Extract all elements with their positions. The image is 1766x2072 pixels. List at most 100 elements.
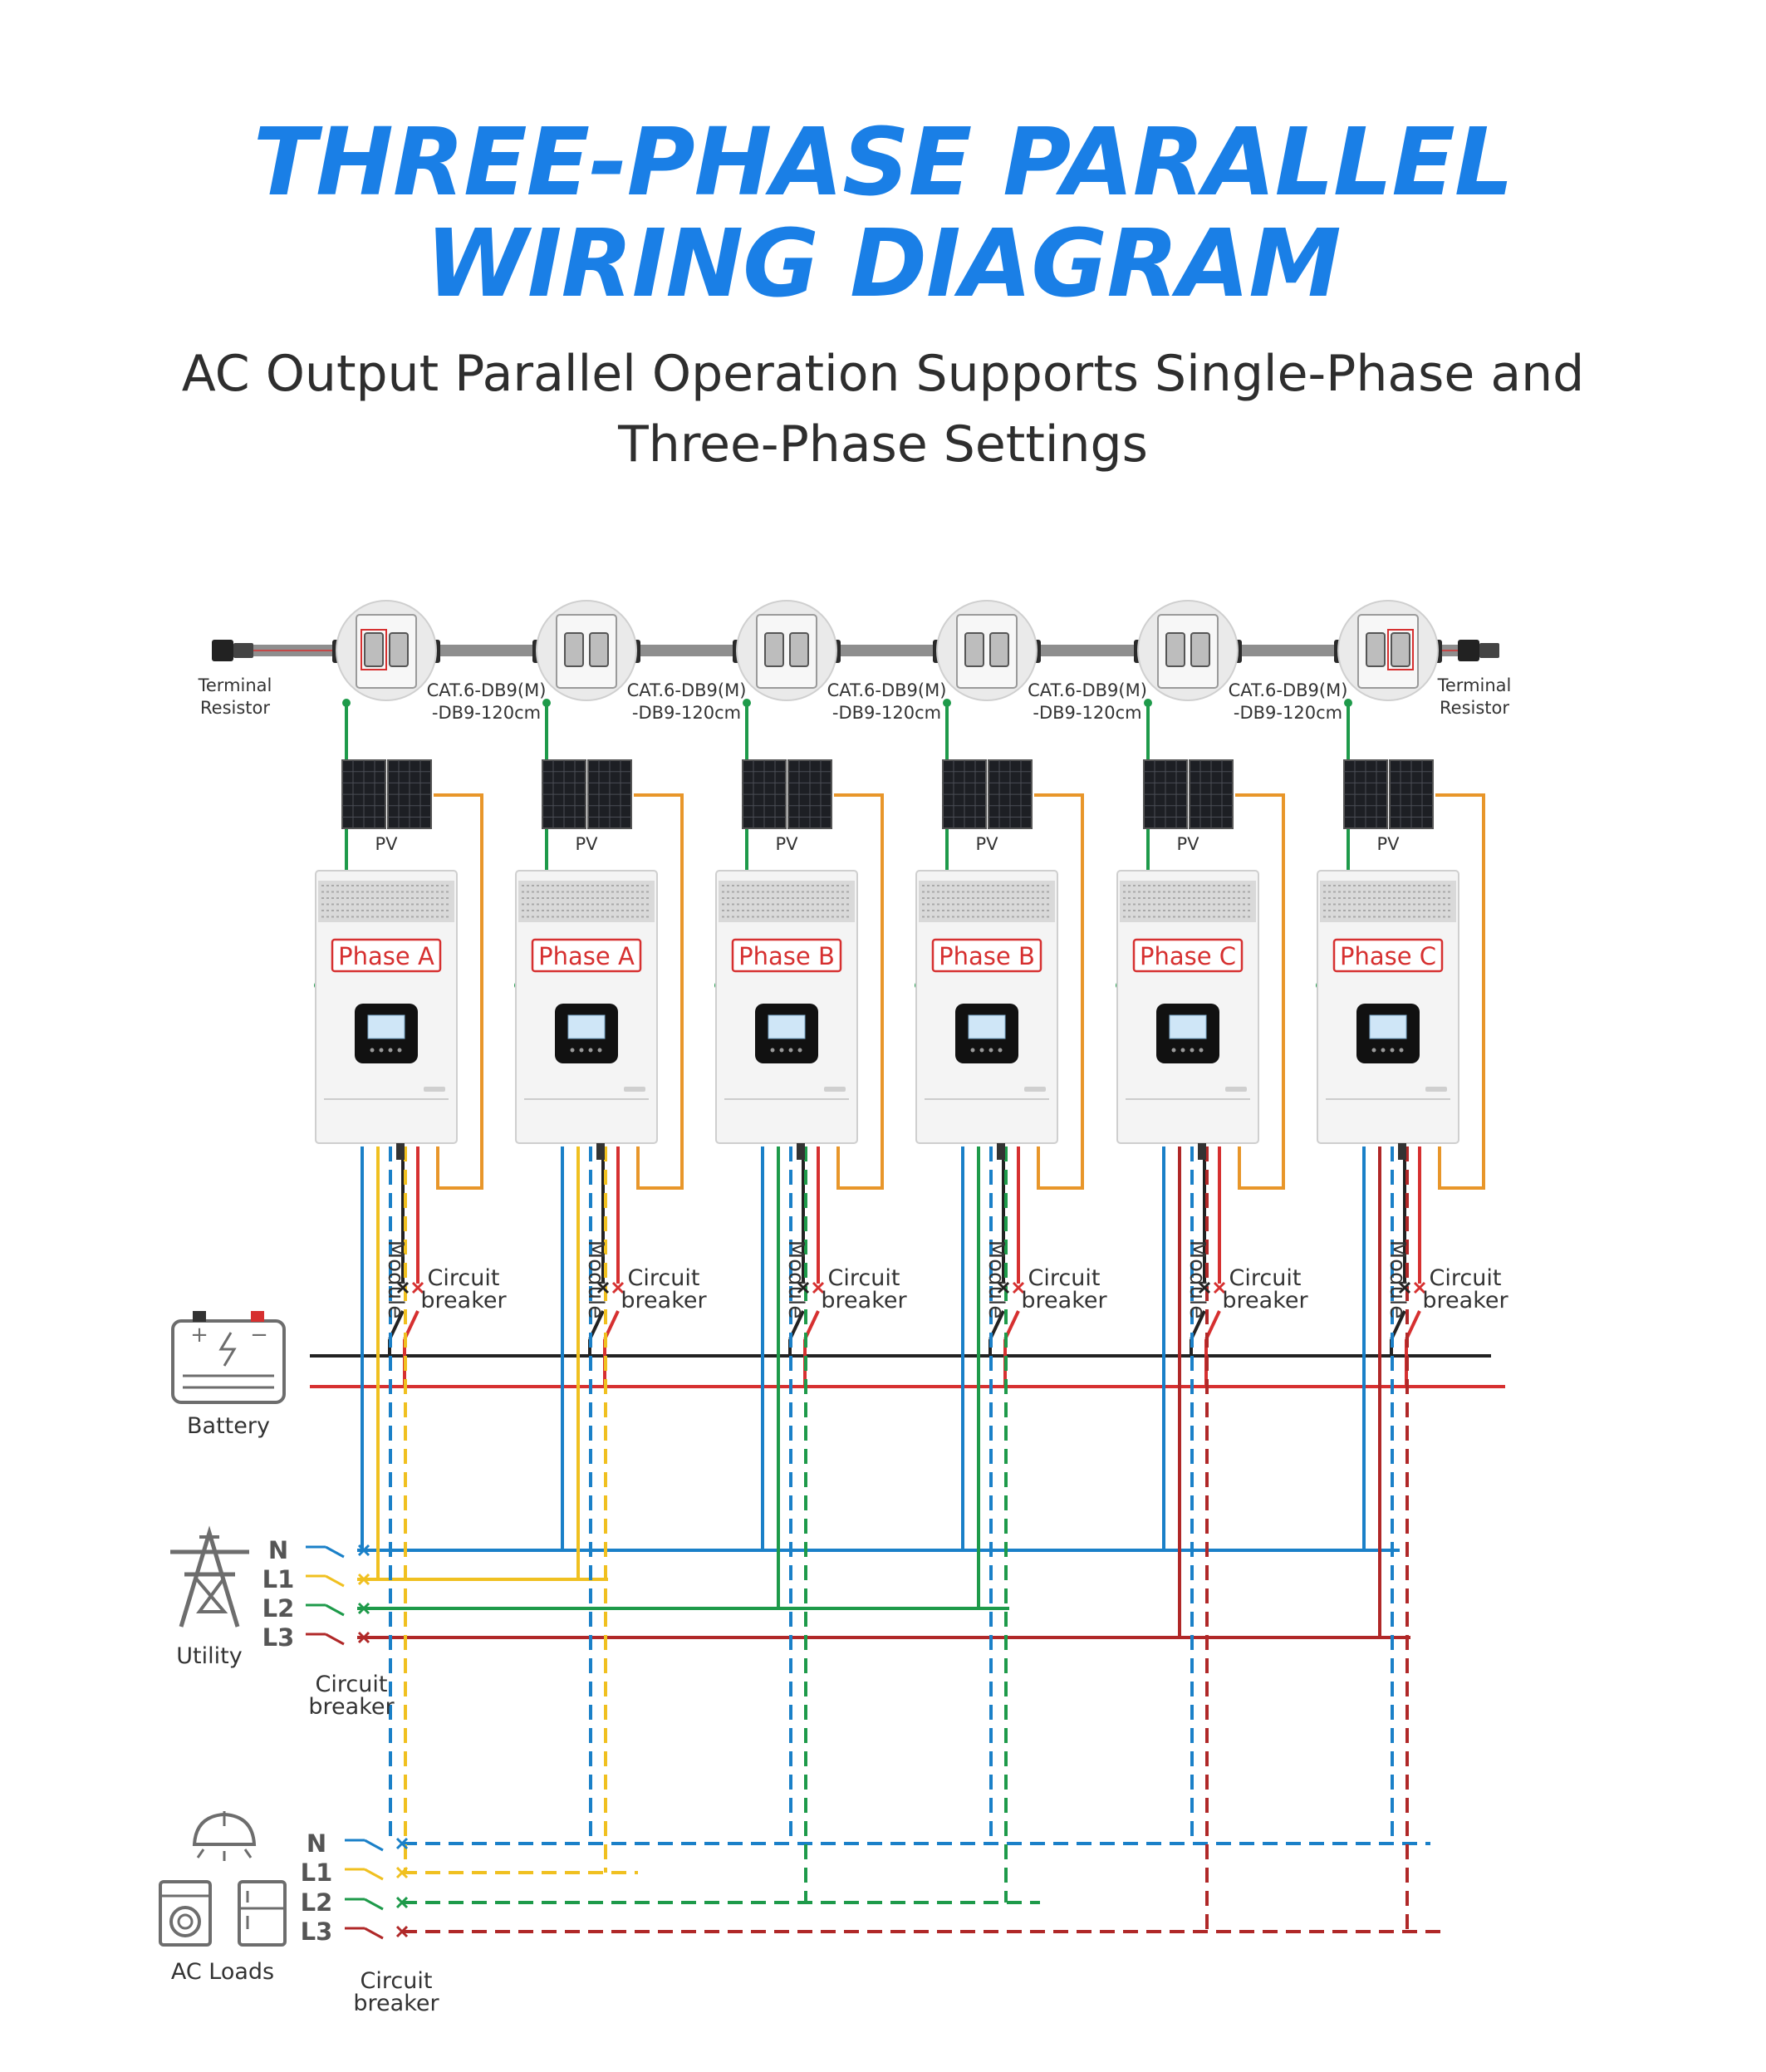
circuit-breaker-label: breaker xyxy=(353,1991,439,2016)
line-name-label: L2 xyxy=(301,1888,333,1917)
line-name-label: L3 xyxy=(262,1623,295,1652)
port-socket xyxy=(1190,632,1210,667)
inverter-5: Phase C xyxy=(1116,870,1259,1160)
line-name-label: L1 xyxy=(262,1565,295,1593)
phase-badge xyxy=(331,938,442,973)
phase-label: Phase A xyxy=(538,942,635,970)
circuit-breaker-label: Circuit xyxy=(1229,1265,1302,1291)
cable-label: CAT.6-DB9(M) xyxy=(827,680,947,700)
power-tower-icon xyxy=(170,1525,249,1628)
battery-connector xyxy=(1398,1143,1406,1160)
pv-wire xyxy=(1435,793,1485,1190)
inverter-6: Phase C xyxy=(1317,870,1459,1160)
display-button xyxy=(970,1048,975,1053)
breaker-terminal xyxy=(797,1281,810,1294)
ac-loads-icons xyxy=(159,1811,287,1947)
brand-mark xyxy=(1225,1087,1247,1092)
display-button xyxy=(988,1048,993,1053)
inverter-1: Phase A xyxy=(315,870,458,1160)
battery-connector xyxy=(396,1143,405,1160)
brand-mark xyxy=(1425,1087,1447,1092)
port-socket xyxy=(364,632,384,667)
breaker-switch xyxy=(364,1839,384,1852)
phase-label: Phase C xyxy=(1140,942,1236,970)
circuit-breaker-label: breaker xyxy=(1021,1288,1107,1313)
display-button xyxy=(379,1048,384,1053)
subtitle-line-2: Three-Phase Settings xyxy=(618,415,1148,474)
cable-label: -DB9-120cm xyxy=(432,703,541,723)
washer-body xyxy=(159,1880,212,1947)
line-name-label: N xyxy=(307,1829,326,1858)
terminal-port-highlight xyxy=(1387,629,1414,670)
refrigerator-icon xyxy=(238,1880,287,1947)
display-button xyxy=(1180,1048,1185,1053)
inverter-3: Phase B xyxy=(715,870,858,1160)
module-label: Module xyxy=(1185,1240,1209,1319)
terminal-resistor-label: Terminal xyxy=(198,675,272,695)
circuit-breaker-label: breaker xyxy=(420,1288,507,1313)
breaker-terminal xyxy=(395,1925,409,1938)
display-button xyxy=(388,1048,393,1053)
comm-node xyxy=(743,699,751,707)
terminal-resistor-label: Resistor xyxy=(1440,698,1509,718)
port-socket xyxy=(1366,632,1386,667)
breaker-terminal xyxy=(396,1281,410,1294)
port-socket xyxy=(589,632,609,667)
display-button xyxy=(1371,1048,1376,1053)
comm-node xyxy=(342,699,351,707)
breaker-terminal xyxy=(1398,1281,1411,1294)
lcd-screen xyxy=(567,1014,606,1039)
display-button xyxy=(1171,1048,1176,1053)
washing-machine-icon xyxy=(159,1880,212,1947)
breaker-terminal xyxy=(1012,1281,1025,1294)
terminal-resistor-right xyxy=(1458,640,1479,661)
breaker-terminal xyxy=(395,1896,409,1909)
lcd-screen xyxy=(768,1014,806,1039)
phase-badge xyxy=(931,938,1042,973)
module-label: Module xyxy=(984,1240,1008,1319)
display-button xyxy=(1381,1048,1386,1053)
line-name-label: N xyxy=(268,1536,288,1564)
breaker-terminal xyxy=(596,1281,610,1294)
battery-label: Battery xyxy=(187,1413,270,1439)
port-socket xyxy=(564,632,584,667)
lcd-screen xyxy=(367,1014,405,1039)
display-button xyxy=(779,1048,784,1053)
brand-mark xyxy=(824,1087,846,1092)
pv-wire xyxy=(434,793,483,1190)
breaker-terminal xyxy=(357,1573,370,1586)
breaker-terminal xyxy=(395,1837,409,1850)
title-line-2: WIRING DIAGRAM xyxy=(425,210,1341,318)
pv-wire xyxy=(1034,793,1084,1190)
lamp-ray xyxy=(243,1849,253,1858)
utility-label: Utility xyxy=(176,1643,242,1669)
pv-wire xyxy=(1235,793,1285,1190)
module-label: Module xyxy=(583,1240,608,1319)
display-button xyxy=(570,1048,575,1053)
terminal-resistor-right xyxy=(1479,643,1499,658)
breaker-switch xyxy=(325,1574,345,1588)
vent-grille xyxy=(318,881,454,922)
pv-label: PV xyxy=(575,834,598,854)
line-name-label: L2 xyxy=(262,1594,295,1623)
battery-case xyxy=(171,1319,286,1404)
lcd-screen xyxy=(968,1014,1006,1039)
inverter-4: Phase B xyxy=(915,870,1058,1160)
phase-badge xyxy=(731,938,842,973)
terminal-resistor-label: Resistor xyxy=(200,698,270,718)
comm-node xyxy=(1144,699,1152,707)
vent-grille xyxy=(518,881,655,922)
breaker-terminal xyxy=(997,1281,1010,1294)
circuit-breaker-label: breaker xyxy=(1422,1288,1508,1313)
display-button xyxy=(1390,1048,1395,1053)
inverter-2: Phase A xyxy=(515,870,658,1160)
display-button xyxy=(1190,1048,1195,1053)
cable-label: CAT.6-DB9(M) xyxy=(627,680,747,700)
cable-label: -DB9-120cm xyxy=(1033,703,1141,723)
circuit-breaker-label: Circuit xyxy=(1430,1265,1502,1291)
pv-label: PV xyxy=(975,834,998,854)
circuit-breaker-label: breaker xyxy=(308,1694,395,1720)
lamp-ray xyxy=(196,1849,205,1858)
circuit-breaker-label: Circuit xyxy=(1028,1265,1101,1291)
